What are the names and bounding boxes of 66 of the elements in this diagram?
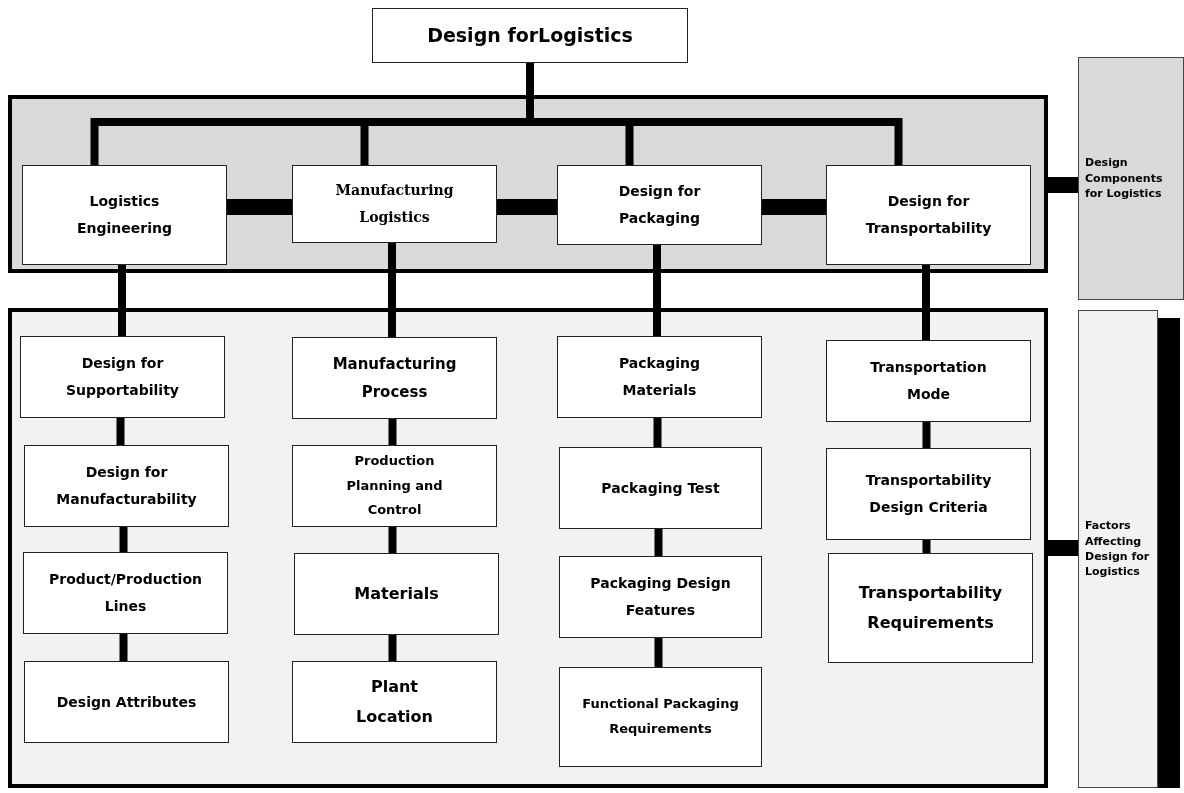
side-panel bbox=[1078, 57, 1184, 300]
box-label: Transportability Design Criteria bbox=[864, 471, 993, 517]
connector-line bbox=[653, 418, 662, 447]
connector-line bbox=[654, 638, 663, 667]
process-box bbox=[826, 340, 1031, 422]
connector-line bbox=[388, 527, 397, 553]
process-box bbox=[292, 337, 497, 419]
box-label: Manufacturing Process bbox=[331, 353, 458, 403]
connector-line bbox=[119, 527, 128, 552]
process-box bbox=[24, 661, 229, 743]
box-label: Functional Packaging Requirements bbox=[581, 695, 740, 738]
process-box bbox=[559, 556, 762, 638]
connector-line bbox=[388, 243, 396, 337]
box-label: Design for Manufacturability bbox=[55, 463, 198, 509]
box-label: Plant Location bbox=[355, 675, 434, 728]
box-label: Design Attributes bbox=[56, 692, 197, 712]
process-box bbox=[23, 552, 228, 634]
box-label: Transportation Mode bbox=[869, 358, 988, 404]
connector-line bbox=[388, 419, 397, 445]
connector-line bbox=[653, 245, 661, 336]
box-label: Packaging Test bbox=[601, 478, 720, 498]
process-box bbox=[292, 661, 497, 743]
process-box bbox=[826, 448, 1031, 540]
connector-line bbox=[922, 265, 930, 340]
connector-line bbox=[118, 265, 126, 336]
side-panel bbox=[1078, 310, 1158, 788]
connector-line bbox=[388, 635, 397, 661]
process-box bbox=[24, 445, 229, 527]
connector-line bbox=[227, 199, 292, 215]
connector-line bbox=[497, 199, 557, 215]
process-box bbox=[20, 336, 225, 418]
box-label: Production Planning and Control bbox=[345, 451, 444, 520]
connector-line bbox=[1048, 177, 1078, 193]
group-panel bbox=[8, 95, 1048, 273]
process-box bbox=[557, 336, 762, 418]
connector-line bbox=[922, 540, 931, 553]
process-box bbox=[559, 447, 762, 529]
process-box bbox=[294, 553, 499, 635]
box-label: Materials bbox=[354, 582, 439, 605]
box-label: Design for Transportability bbox=[864, 192, 993, 238]
group-panel bbox=[8, 308, 1048, 788]
connector-line bbox=[116, 418, 125, 445]
process-box bbox=[826, 165, 1031, 265]
process-box bbox=[292, 165, 497, 243]
box-label: Transportability Requirements bbox=[857, 581, 1004, 634]
box-label: Factors Affecting Design for Logistics bbox=[1085, 518, 1151, 580]
box-label: Packaging Design Features bbox=[589, 574, 732, 620]
process-box bbox=[292, 445, 497, 527]
process-box bbox=[559, 667, 762, 767]
process-box bbox=[372, 8, 688, 63]
connector-line bbox=[654, 529, 663, 556]
box-label: Manufacturing Logistics bbox=[334, 181, 455, 227]
process-box bbox=[828, 553, 1033, 663]
box-label: Design Components for Logistics bbox=[1085, 155, 1164, 202]
process-box bbox=[557, 165, 762, 245]
box-label: Product/Production Lines bbox=[48, 570, 203, 616]
process-box bbox=[22, 165, 227, 265]
box-label: Logistics Engineering bbox=[76, 192, 173, 238]
box-label: Packaging Materials bbox=[617, 354, 702, 400]
connector-line bbox=[119, 634, 128, 661]
box-label: Design forLogistics bbox=[427, 23, 633, 49]
connector-line bbox=[1048, 540, 1078, 556]
connector-line bbox=[762, 199, 826, 215]
connector-line bbox=[922, 422, 931, 448]
box-label: Design for Packaging bbox=[617, 182, 702, 228]
box-label: Design for Supportability bbox=[65, 354, 180, 400]
